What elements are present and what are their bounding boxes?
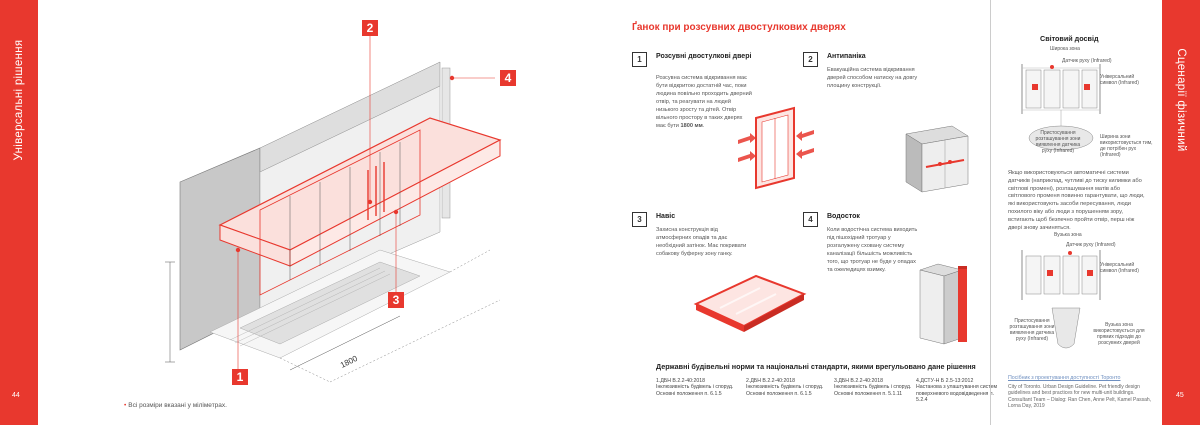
section-text: Розсувна система відкривання має бути ві… [656, 75, 752, 129]
world-paragraph: Якщо використовуються автоматичні систем… [1008, 170, 1145, 231]
tactile-strip [229, 267, 391, 347]
spot-label-2: Ширина зони використовується тим, де пот… [1100, 134, 1153, 158]
spot-label-1: Пристосування розташування зони виявленн… [1035, 130, 1081, 154]
section-title: Водосток [827, 213, 860, 220]
right-sidebar [1162, 0, 1200, 425]
door-handles [367, 162, 385, 220]
section-title: Антипаніка [827, 53, 866, 60]
antipanic-door-illustration [905, 125, 969, 193]
spot-label-3: Пристосування розташування зони виявленн… [1009, 318, 1055, 342]
left-sidebar-text: Універсальні рішення [13, 39, 25, 161]
universal-symbol-label: Універсальний символ (Infrared) [1100, 74, 1139, 86]
buffer-zone-lines [279, 249, 501, 383]
narrow-zone-diagram [1021, 250, 1101, 349]
narrow-zone-label: Вузька зона [1054, 232, 1082, 238]
dimension-lines [165, 261, 401, 371]
section-number: 4 [803, 212, 818, 227]
sensor-label-2: Датчик руху (Infrared) [1066, 242, 1116, 248]
dimension-width: 1800 [339, 354, 359, 370]
norms-title: Державні будівельні норми та національні… [656, 362, 976, 371]
column-divider [990, 0, 991, 425]
section-title: Навіс [656, 213, 676, 220]
marker-dot-1 [235, 247, 241, 253]
marker-dot-3 [393, 209, 399, 215]
porch-isometric-drawing: 2400 1800 [165, 34, 502, 383]
left-page-number: 44 [12, 392, 20, 399]
left-sidebar [0, 0, 38, 425]
marker-3: 3 [388, 292, 404, 308]
wide-zone-label: Широка зона [1050, 46, 1080, 52]
sliding-door-illustration [738, 106, 814, 190]
section-number: 2 [803, 52, 818, 67]
door-frame [259, 129, 421, 296]
world-title: Світовий досвід [1040, 34, 1099, 43]
marker-dot-2 [367, 199, 373, 205]
page-title: Ґанок при розсувних двостулкових дверях [632, 22, 846, 33]
door-panels [289, 142, 401, 280]
right-page-number: 45 [1176, 392, 1184, 399]
bullet-dot: • [124, 402, 127, 409]
canopy-illustration [693, 274, 807, 332]
section-text: Евакуаційна система відкривання дверей с… [827, 67, 918, 89]
spot-label-4: Вузька зона використовується для прямих … [1093, 322, 1145, 346]
marker-2: 2 [362, 20, 378, 36]
section-text: Коли водостічна система виходить під піш… [827, 227, 918, 273]
wide-zone-diagram [1021, 64, 1101, 151]
section-number: 1 [632, 52, 647, 67]
section-text: Захисна конструкція від атмосферних опад… [656, 227, 747, 257]
marker-dot-4 [449, 75, 455, 81]
source-footnote: Сity of Toronto. Urban Design Guideline.… [1008, 384, 1152, 409]
dimensions-footnote: •Всі розміри вказані у міліметрах. [124, 402, 227, 409]
sensor-label: Датчик руху (Infrared) [1062, 58, 1112, 64]
leader-lines [237, 34, 495, 370]
drainpipe-illustration [919, 263, 967, 345]
marker-1: 1 [232, 369, 248, 385]
toronto-guide-link[interactable]: Посібник з проектування доступності Торо… [1008, 375, 1121, 381]
marker-4: 4 [500, 70, 516, 86]
section-title: Розсувні двостулкові двері [656, 53, 752, 60]
right-sidebar-text: Сценарії фізичний [1175, 48, 1187, 152]
universal-symbol-label-2: Універсальний символ (Infrared) [1100, 262, 1139, 274]
section-number: 3 [632, 212, 647, 227]
